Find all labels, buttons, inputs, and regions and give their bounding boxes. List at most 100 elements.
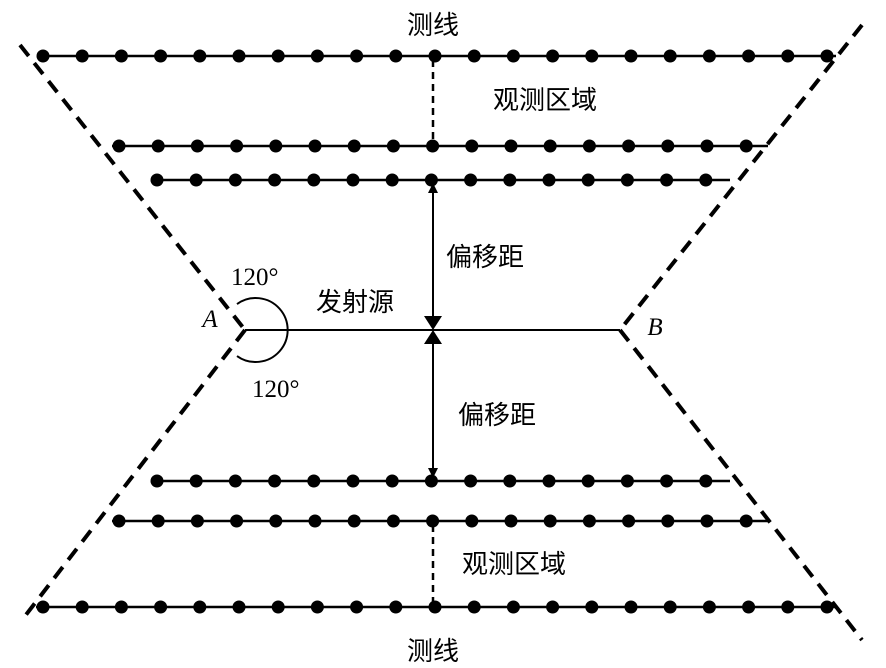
point-b-label: B (647, 314, 662, 341)
boundary-right-lower (618, 328, 864, 642)
boundary-right-upper (618, 23, 864, 332)
survey-line-label-bottom: 测线 (407, 637, 459, 667)
receiver-dot (347, 514, 361, 528)
receiver-dot (506, 49, 520, 63)
survey-line-top-1 (36, 49, 836, 63)
receiver-dot (389, 600, 403, 614)
receiver-dot (781, 49, 795, 63)
receiver-dot (702, 600, 716, 614)
offset-label-top: 偏移距 (446, 243, 524, 273)
receiver-dot (308, 514, 322, 528)
receiver-dot (699, 474, 713, 488)
survey-lines (36, 49, 836, 614)
receiver-dot (700, 514, 714, 528)
boundary-left-lower (20, 328, 247, 622)
receiver-dot (620, 173, 634, 187)
receiver-dot (465, 139, 479, 153)
receiver-dot (622, 514, 636, 528)
receiver-dot (700, 139, 714, 153)
receiver-dot (661, 139, 675, 153)
survey-line-bottom-3 (36, 600, 836, 614)
receiver-dot (112, 139, 126, 153)
receiver-dot (308, 139, 322, 153)
angle-label-bottom: 120° (252, 376, 300, 403)
receiver-dot (699, 173, 713, 187)
receiver-dot (346, 173, 360, 187)
receiver-dot (624, 600, 638, 614)
receiver-dot (228, 173, 242, 187)
receiver-dot (75, 600, 89, 614)
receiver-dot (112, 514, 126, 528)
receiver-dot (190, 514, 204, 528)
survey-line-top-3 (150, 173, 730, 187)
receiver-dot (820, 49, 834, 63)
receiver-dot (624, 49, 638, 63)
receiver-dot (820, 600, 834, 614)
receiver-dot (546, 600, 560, 614)
receiver-dot (742, 600, 756, 614)
receiver-dot (428, 600, 442, 614)
receiver-dot (271, 600, 285, 614)
receiver-dot (307, 173, 321, 187)
survey-line-bottom-1 (150, 474, 730, 488)
receiver-dot (154, 600, 168, 614)
receiver-dot (150, 474, 164, 488)
receiver-dot (543, 514, 557, 528)
receiver-dot (620, 474, 634, 488)
boundary-left-upper (18, 43, 247, 332)
receiver-dot (307, 474, 321, 488)
receiver-dot (228, 474, 242, 488)
receiver-dot (268, 474, 282, 488)
receiver-dot (739, 139, 753, 153)
receiver-dot (661, 514, 675, 528)
receiver-dot (663, 600, 677, 614)
angle-label-top: 120° (231, 264, 279, 291)
receiver-dot (622, 139, 636, 153)
receiver-dot (154, 49, 168, 63)
survey-line-top-2 (112, 139, 768, 153)
receiver-dot (660, 474, 674, 488)
receiver-dot (504, 514, 518, 528)
receiver-dot (386, 514, 400, 528)
receiver-dot (150, 173, 164, 187)
receiver-dot (36, 49, 50, 63)
receiver-dot (585, 600, 599, 614)
receiver-dot (350, 49, 364, 63)
receiver-dot (230, 139, 244, 153)
receiver-dot (151, 514, 165, 528)
source-marker-down (424, 316, 442, 330)
offset-label-bottom: 偏移距 (458, 401, 536, 431)
survey-line-label-top: 测线 (407, 11, 459, 41)
receiver-dot (503, 474, 517, 488)
receiver-dot (310, 600, 324, 614)
receiver-dot (781, 600, 795, 614)
receiver-dot (230, 514, 244, 528)
source-label: 发射源 (316, 288, 394, 318)
receiver-dot (542, 474, 556, 488)
receiver-dot (426, 514, 440, 528)
receiver-dot (385, 173, 399, 187)
receiver-dot (428, 49, 442, 63)
receiver-dot (464, 474, 478, 488)
receiver-dot (542, 173, 556, 187)
receiver-dot (702, 49, 716, 63)
receiver-dot (269, 139, 283, 153)
receiver-dot (465, 514, 479, 528)
receiver-dot (193, 49, 207, 63)
receiver-dot (581, 173, 595, 187)
receiver-dot (193, 600, 207, 614)
survey-line-bottom-2 (112, 514, 768, 528)
receiver-dot (504, 139, 518, 153)
receiver-dot (268, 173, 282, 187)
observation-boundary (18, 23, 864, 642)
receiver-dot (385, 474, 399, 488)
receiver-dot (424, 173, 438, 187)
receiver-dot (189, 474, 203, 488)
receiver-dot (426, 139, 440, 153)
receiver-dot (232, 49, 246, 63)
receiver-dot (386, 139, 400, 153)
receiver-dot (739, 514, 753, 528)
observation-area-label-top: 观测区域 (493, 86, 597, 116)
receiver-dot (543, 139, 557, 153)
receiver-dot (582, 514, 596, 528)
